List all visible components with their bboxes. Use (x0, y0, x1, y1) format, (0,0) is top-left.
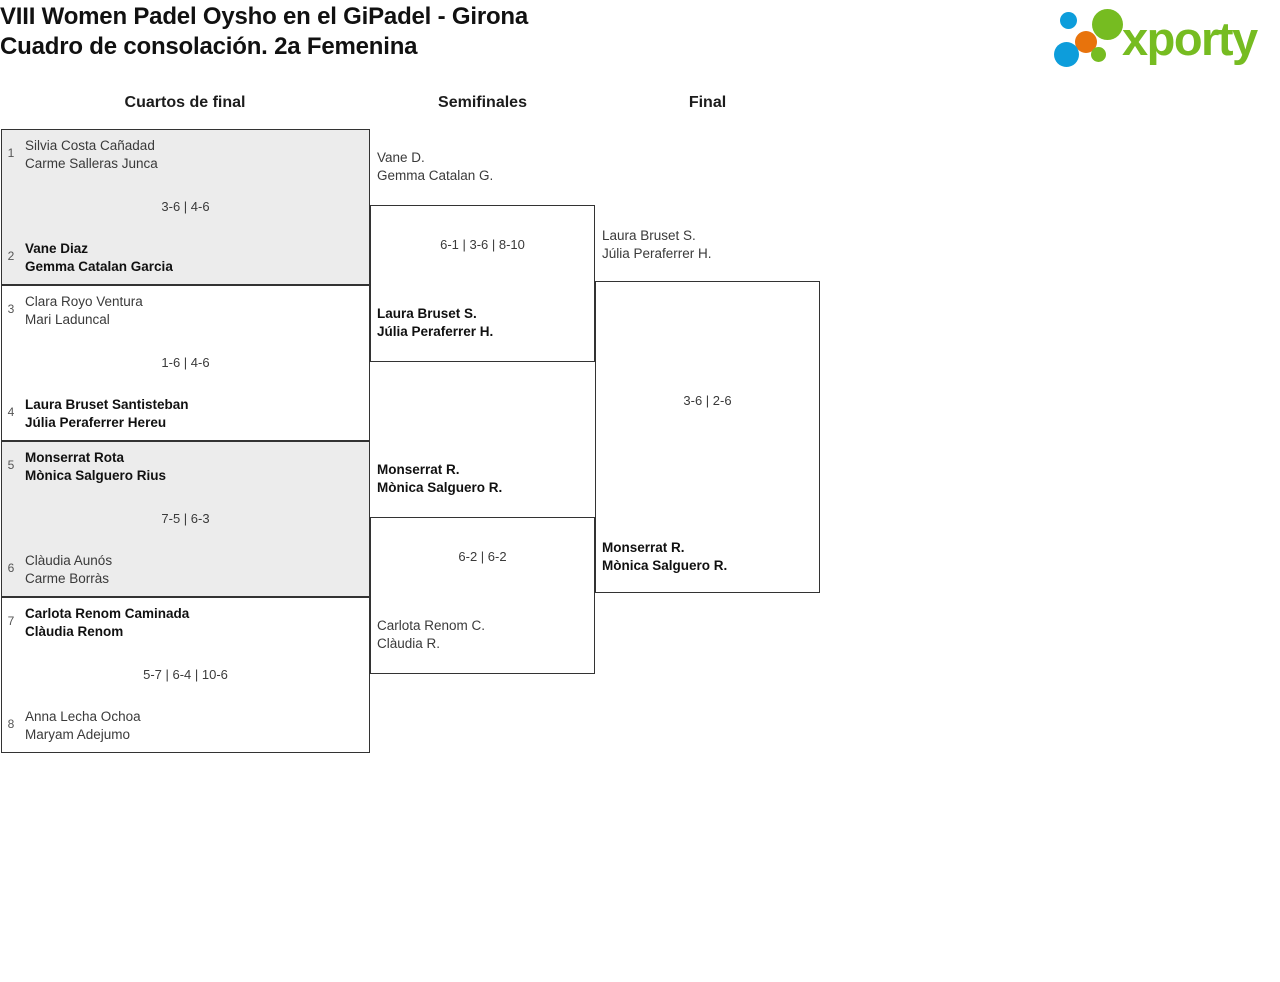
team-qf2-top[interactable]: Clara Royo Ventura Mari Laduncal (25, 293, 143, 329)
match-box-sf-2[interactable] (370, 517, 595, 674)
score-qf-1: 3-6 | 4-6 (161, 199, 210, 214)
player-name: Júlia Peraferrer H. (377, 324, 494, 339)
team-qf1-top[interactable]: Silvia Costa Cañadad Carme Salleras Junc… (25, 137, 158, 173)
player-name: Carlota Renom Caminada (25, 606, 190, 621)
score-qf-4: 5-7 | 6-4 | 10-6 (143, 667, 228, 682)
team-sf1-top[interactable]: Vane D. Gemma Catalan G. (377, 149, 493, 185)
page-title: VIII Women Padel Oysho en el GiPadel - G… (0, 2, 900, 62)
seed-number-2: 2 (7, 249, 15, 263)
logo-dot-blue-large (1054, 42, 1079, 67)
seed-number-4: 4 (7, 405, 15, 419)
player-name: Mònica Salguero Rius (25, 468, 167, 483)
team-qf4-top[interactable]: Carlota Renom Caminada Clàudia Renom (25, 605, 189, 641)
player-name: Mònica Salguero R. (377, 480, 503, 495)
player-name: Clàudia Aunós (25, 553, 113, 568)
player-name: Júlia Peraferrer H. (602, 246, 712, 261)
team-sf2-top[interactable]: Monserrat R. Mònica Salguero R. (377, 461, 502, 497)
player-name: Gemma Catalan G. (377, 168, 494, 183)
match-box-qf-4[interactable] (1, 597, 370, 753)
round-header-final: Final (688, 94, 727, 111)
player-name: Anna Lecha Ochoa (25, 709, 141, 724)
page-header: VIII Women Padel Oysho en el GiPadel - G… (0, 0, 1280, 86)
score-sf-2: 6-2 | 6-2 (458, 549, 507, 564)
round-header-semifinals: Semifinales (438, 94, 527, 111)
player-name: Vane Diaz (25, 241, 89, 256)
seed-number-8: 8 (7, 717, 15, 731)
player-name: Monserrat R. (602, 540, 685, 555)
player-name: Gemma Catalan Garcia (25, 259, 173, 274)
player-name: Mari Laduncal (25, 312, 110, 327)
player-name: Silvia Costa Cañadad (25, 138, 155, 153)
round-header-quarterfinals: Cuartos de final (124, 94, 246, 111)
team-qf3-top[interactable]: Monserrat Rota Mònica Salguero Rius (25, 449, 166, 485)
player-name: Laura Bruset S. (602, 228, 696, 243)
seed-number-3: 3 (7, 302, 15, 316)
player-name: Monserrat R. (377, 462, 460, 477)
match-box-final[interactable] (595, 281, 820, 593)
team-qf4-bottom[interactable]: Anna Lecha Ochoa Maryam Adejumo (25, 708, 141, 744)
seed-number-7: 7 (7, 614, 15, 628)
title-line-2: Cuadro de consolación. 2a Femenina (0, 33, 418, 60)
score-sf-1: 6-1 | 3-6 | 8-10 (440, 237, 525, 252)
team-qf1-bottom[interactable]: Vane Diaz Gemma Catalan Garcia (25, 240, 173, 276)
player-name: Laura Bruset Santisteban (25, 397, 189, 412)
team-sf2-bottom[interactable]: Carlota Renom C. Clàudia R. (377, 617, 485, 653)
team-qf2-bottom[interactable]: Laura Bruset Santisteban Júlia Peraferre… (25, 396, 189, 432)
xporty-logo[interactable]: xporty (1046, 6, 1276, 70)
player-name: Clàudia R. (377, 636, 441, 651)
player-name: Laura Bruset S. (377, 306, 477, 321)
seed-number-6: 6 (7, 561, 15, 575)
score-qf-3: 7-5 | 6-3 (161, 511, 210, 526)
player-name: Clàudia Renom (25, 624, 124, 639)
player-name: Carme Salleras Junca (25, 156, 158, 171)
logo-wordmark: xporty (1122, 12, 1258, 65)
player-name: Clara Royo Ventura (25, 294, 143, 309)
match-box-qf-1[interactable] (1, 129, 370, 285)
player-name: Monserrat Rota (25, 450, 125, 465)
logo-dots-icon (1046, 6, 1132, 70)
player-name: Carlota Renom C. (377, 618, 486, 633)
score-final: 3-6 | 2-6 (683, 393, 732, 408)
logo-dot-blue-small (1060, 12, 1077, 29)
title-line-1: VIII Women Padel Oysho en el GiPadel - G… (0, 3, 529, 30)
player-name: Vane D. (377, 150, 425, 165)
match-box-sf-1[interactable] (370, 205, 595, 362)
match-box-qf-2[interactable] (1, 285, 370, 441)
player-name: Maryam Adejumo (25, 727, 131, 742)
player-name: Mònica Salguero R. (602, 558, 728, 573)
player-name: Carme Borràs (25, 571, 110, 586)
score-qf-2: 1-6 | 4-6 (161, 355, 210, 370)
seed-number-1: 1 (7, 146, 15, 160)
team-sf1-bottom[interactable]: Laura Bruset S. Júlia Peraferrer H. (377, 305, 493, 341)
logo-dot-orange (1075, 31, 1097, 53)
team-final-top[interactable]: Laura Bruset S. Júlia Peraferrer H. (602, 227, 712, 263)
logo-dot-green-large (1092, 9, 1123, 40)
team-final-bottom[interactable]: Monserrat R. Mònica Salguero R. (602, 539, 727, 575)
seed-number-5: 5 (7, 458, 15, 472)
player-name: Júlia Peraferrer Hereu (25, 415, 167, 430)
logo-dot-green-small (1091, 47, 1106, 62)
match-box-qf-3[interactable] (1, 441, 370, 597)
team-qf3-bottom[interactable]: Clàudia Aunós Carme Borràs (25, 552, 112, 588)
